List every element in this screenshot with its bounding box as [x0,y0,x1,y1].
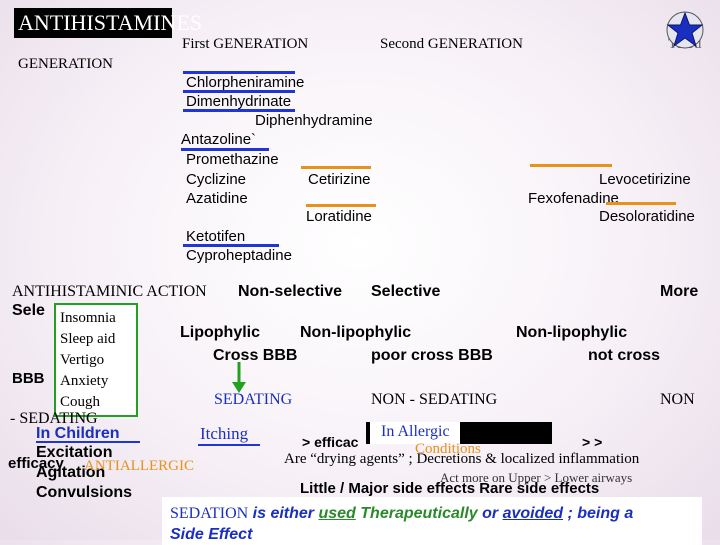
drug-diphenhydramine: Diphenhydramine [255,112,373,129]
action-label: ANTIHISTAMINIC ACTION [12,283,207,300]
footer-background [162,497,702,545]
drug-azatidine: Azatidine [186,190,248,207]
action-more: More [660,283,699,300]
drug-cyclizine: Cyclizine [186,171,247,188]
drug-ketotifen: Ketotifen [186,228,246,245]
itching-label: Itching [200,424,249,443]
bbb-non-lipophylic: Non-lipophylic [300,324,412,341]
in-children: In Children [36,425,120,442]
first-generation-heading: First GENERATION [182,36,309,52]
non-sedating-label: NON - SEDATING [371,391,498,408]
excitation: Excitation [36,444,113,461]
drug-promethazine: Promethazine [186,151,279,168]
gt-gt: > > [582,434,603,450]
effects-box [54,303,138,417]
down-arrow-icon [232,362,246,393]
bbb-poor-cross: poor cross BBB [371,347,493,364]
footer-avoided: avoided [502,505,564,522]
drug-dimenhydrinate: Dimenhydrinate [186,93,292,110]
in-allergic: In Allergic [381,423,450,440]
generation-word: GENERATION [18,56,113,72]
allergic-label-box [370,422,460,444]
footer-or: or [482,505,499,522]
drug-fexofenadine: Fexofenadine [528,190,619,207]
effect-vertigo: Vertigo [60,352,105,368]
footer-sedation: SEDATION [170,505,249,522]
effect-anxiety: Anxiety [60,373,109,389]
footer-side-effect: Side Effect [170,526,253,543]
second-generation-heading: Second GENERATION [380,36,523,52]
bbb-not-cross: not cross [588,347,661,364]
underline-second-gen-2 [306,204,376,207]
agitation: Agitation [36,464,106,481]
effect-sleep-aid: Sleep aid [60,331,116,347]
star-icon[interactable] [665,10,705,50]
bbb-non-lipophylic-third: Non-lipophylic [516,324,628,341]
underline-third-gen-2 [606,202,676,205]
drying-agents: Are “drying agents” ; Decretions & local… [284,451,640,467]
non-label: NON [660,391,695,408]
effect-cough: Cough [60,394,101,410]
side-effects: Little / Major side effects Rare side ef… [300,480,600,497]
minus-sedating-label: - SEDATING [10,410,98,427]
footer-sentence: SEDATION is either used Therapeutically … [170,505,633,523]
efficacy-left: efficacy [8,455,64,472]
footer-therapeutically: Therapeutically [360,505,478,522]
antiallergic: ANTIALLERGIC [84,458,194,474]
underline-third-gen-1 [530,164,612,167]
underline-first-gen-1 [183,71,295,74]
underline-first-gen-3 [183,109,295,112]
underline-first-gen-4 [181,148,269,151]
bbb-cross: Cross BBB [213,347,298,364]
conditions: Conditions [415,441,481,457]
in-children-underline [36,441,140,443]
drug-loratidine: Loratidine [306,208,372,225]
drug-desoloratidine: Desoloratidine [599,208,695,225]
footer-being-a: ; being a [567,505,634,522]
drug-chlorpheniramine: Chlorpheniramine [186,74,305,91]
underline-first-gen-5 [183,244,279,247]
efficacy-gt: > efficac [302,434,359,450]
action-non-selective: Non-selective [238,283,343,300]
itching-underline [198,444,260,446]
drug-antazoline: Antazoline` [181,131,257,148]
convulsions: Convulsions [36,484,133,501]
title-background [14,8,172,38]
bbb-label: BBB [12,370,45,387]
drug-cyproheptadine: Cyproheptadine [186,247,292,264]
page-title: ANTIHISTAMINES [18,10,203,35]
act-more-upper: Act more on Upper > Lower airways [440,470,633,485]
footer-used: used [318,505,356,522]
footer-is-either: is either [252,505,315,522]
action-sele: Sele [12,302,45,319]
sedating-label: SEDATING [214,391,293,408]
bbb-lipophylic: Lipophylic [180,324,260,341]
underline-second-gen-1 [301,166,371,169]
action-selective: Selective [371,283,441,300]
effect-insomnia: Insomnia [60,310,116,326]
drug-levocetirizine: Levocetirizine [599,171,691,188]
drug-cetirizine: Cetirizine [308,171,371,188]
underline-first-gen-2 [183,90,295,93]
